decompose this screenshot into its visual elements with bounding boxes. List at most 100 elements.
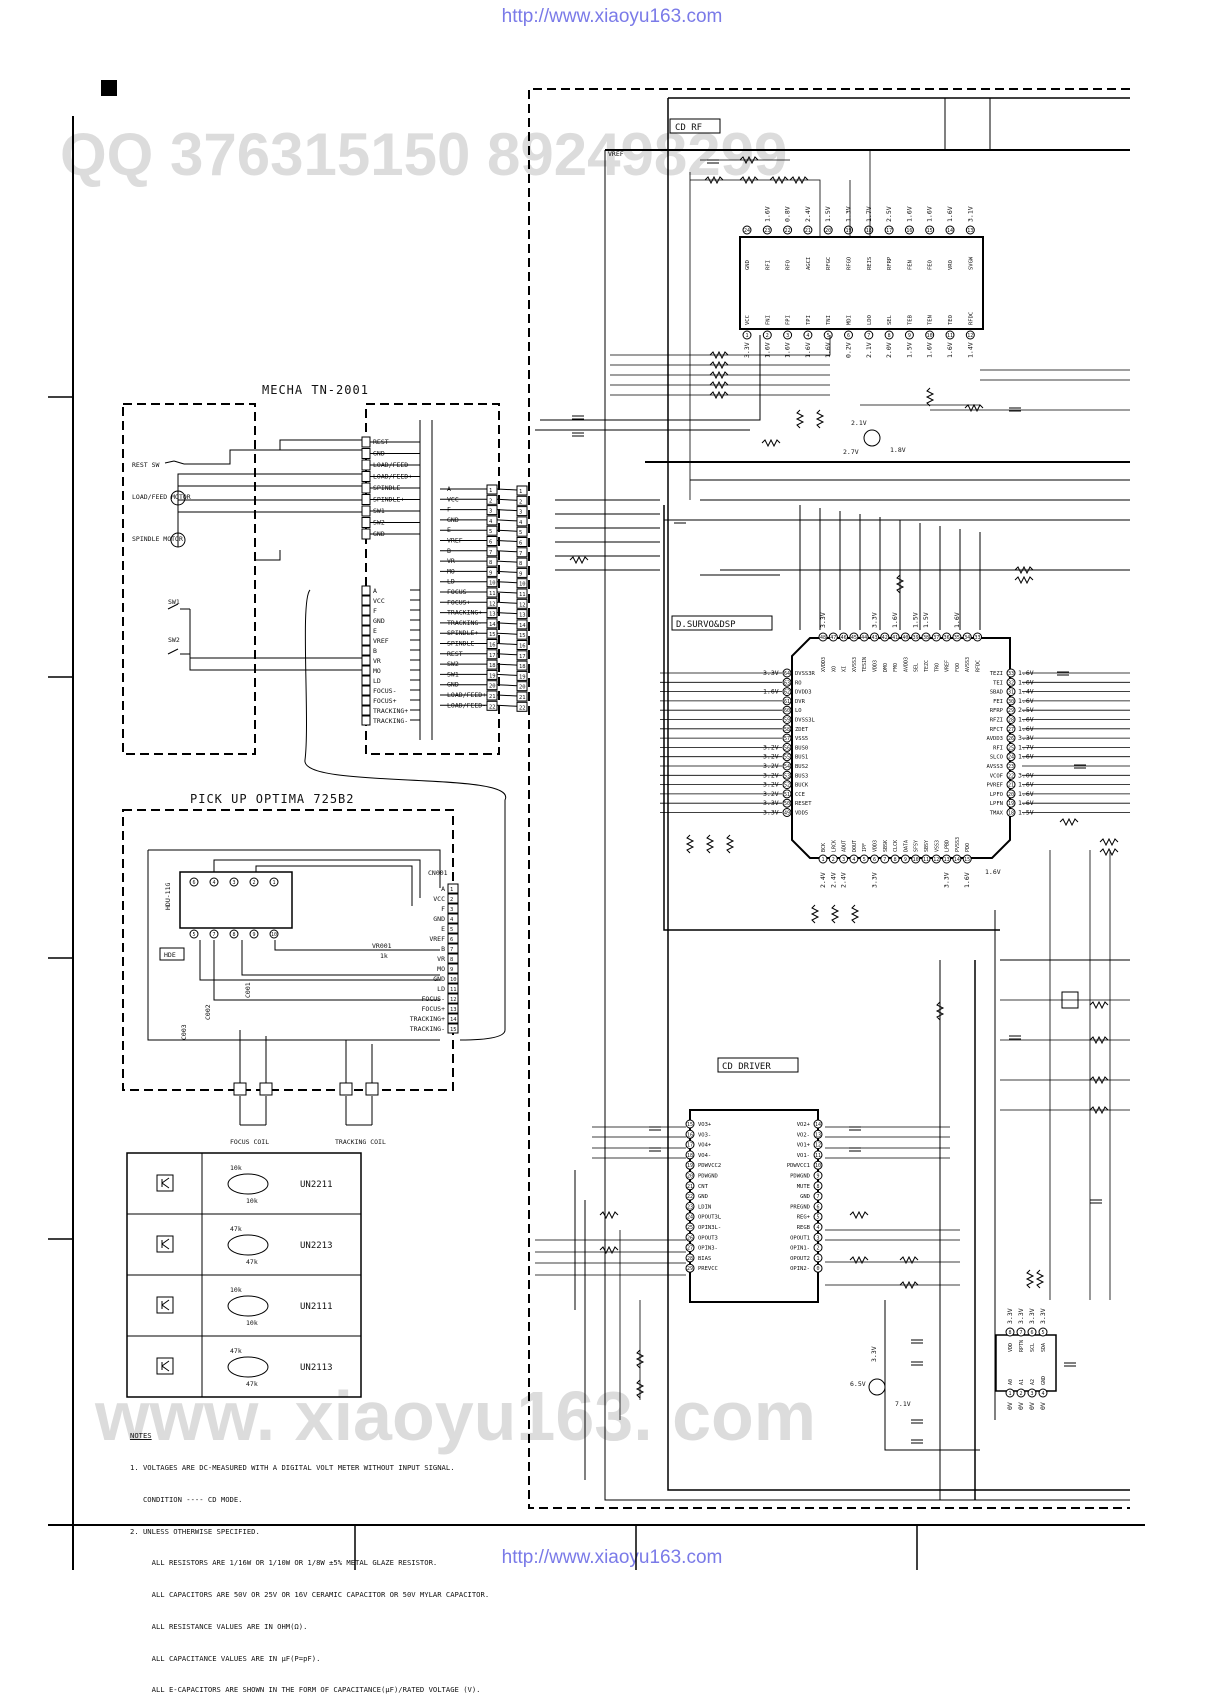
pin-marker (884, 225, 894, 235)
pin-number: 50 (784, 801, 790, 807)
pin-number: 53 (784, 773, 790, 779)
connector-pin (361, 436, 371, 448)
connector-pin (516, 691, 528, 702)
pin-marker (1006, 789, 1016, 799)
pin-number: 3 (1030, 1391, 1033, 1397)
pin-marker (229, 877, 239, 887)
pin-marker (813, 1222, 823, 1232)
driver-pin-label: VO3+ (698, 1122, 712, 1128)
v18: 1.8V (890, 446, 906, 454)
dsp-pin-label: IPF (862, 843, 868, 852)
rf-volt: 1.6V (763, 206, 771, 222)
pin-marker (931, 854, 941, 864)
pin-number: 3 (519, 510, 522, 516)
connector-label: E (373, 627, 377, 635)
pin-marker (685, 1201, 695, 1211)
pin-number: 12 (519, 602, 526, 608)
pin-marker (904, 225, 914, 235)
pin-marker (921, 854, 931, 864)
driver-pin-label: PDWVCC1 (787, 1163, 810, 1169)
pin-number: 20 (489, 684, 496, 690)
resistor (1089, 1105, 1109, 1115)
connector-label: VR (373, 657, 381, 665)
pin-number: 9 (816, 1174, 819, 1180)
pin-number: 2 (1019, 1391, 1022, 1397)
resistor (850, 904, 860, 924)
pin-marker (813, 1191, 823, 1201)
dsp-pin-label: PDO (965, 843, 971, 852)
pin-number: 27 (687, 1246, 693, 1252)
dsp-pin-label: VDD3 (873, 660, 879, 672)
resistor (1089, 1075, 1109, 1085)
resistor-value: 10k (246, 1319, 258, 1327)
rf-pin-label: TEB (907, 314, 913, 325)
connector-pin (361, 448, 371, 459)
resistor (830, 904, 840, 924)
pin-marker (839, 632, 849, 642)
resistor (739, 155, 759, 165)
driver-pin-label: OPOUT1 (790, 1235, 810, 1241)
pin-marker (818, 854, 828, 864)
pickup-signal-label: VCC (433, 895, 445, 903)
pickup-signal-label: TRACKING- (410, 1025, 445, 1033)
dsp-pin-label: RFCT (990, 727, 1004, 733)
pin-number: 15 (450, 1027, 457, 1033)
pin-number: 5 (827, 333, 830, 339)
rf-pin-label: VRO (948, 260, 954, 270)
dsp-pin-label: LRCK (831, 840, 837, 852)
load-motor-label: LOAD/FEED MOTOR (132, 493, 191, 501)
pin-marker (762, 330, 772, 340)
resistor (815, 409, 825, 429)
pin-marker (904, 330, 914, 340)
rf-volt: 1.7V (865, 206, 873, 222)
pin-number: 9 (252, 932, 255, 938)
connector-pin (361, 655, 371, 666)
pin-marker (685, 1160, 695, 1170)
c003-label: C003 (180, 1024, 188, 1040)
v27: 2.7V (843, 448, 859, 456)
resistor (895, 574, 905, 594)
pin-marker (859, 632, 869, 642)
pin-number: 11 (450, 987, 457, 993)
trace (663, 505, 1000, 931)
pin-number: 1 (519, 489, 522, 495)
trace (825, 1229, 960, 1286)
pin-number: 56 (784, 745, 790, 751)
dsp-pin-label: PVREF (986, 783, 1003, 789)
pin-number: 36 (944, 635, 950, 641)
connector-pin (361, 615, 371, 626)
pin-number: 52 (784, 783, 790, 789)
pin-number: 7 (816, 1194, 819, 1200)
pin-number: 33 (1008, 671, 1014, 677)
driver-pin-label: PDWVCC2 (698, 1163, 721, 1169)
footer-url[interactable]: http://www.xiaoyu163.com (501, 1547, 723, 1568)
header-url[interactable]: http://www.xiaoyu163.com (501, 6, 723, 27)
pin-number: 46 (841, 635, 847, 641)
ic-volt: 0V (1028, 1402, 1036, 1410)
cd-rf-ic (739, 236, 984, 330)
pin-marker (685, 1212, 695, 1222)
dsp-pin-label: SBAD (990, 690, 1003, 696)
pin-marker (952, 632, 962, 642)
sw1-label: SW1 (168, 598, 180, 606)
pin-marker (685, 1119, 695, 1129)
rf-volt: 0.8V (784, 206, 792, 222)
pin-marker (685, 1191, 695, 1201)
trace (1049, 850, 1111, 1300)
pin-marker (925, 225, 935, 235)
driver-pin-label: OPOUT3L (698, 1215, 722, 1221)
trace (667, 98, 1130, 1491)
pin-marker (911, 632, 921, 642)
pin-marker (1006, 677, 1016, 687)
pin-number: 8 (816, 1184, 819, 1190)
spindle-motor-label: SPINDLE MOTOR (132, 535, 183, 543)
pin-marker (942, 854, 952, 864)
dsp-pin-label: VDD5 (795, 811, 808, 817)
dsp-pin-label: LO (795, 708, 802, 714)
rf-volt: 1.6V (905, 206, 913, 222)
pin-marker (813, 1129, 823, 1139)
connector-pin (361, 595, 371, 606)
pin-marker (925, 330, 935, 340)
rf-volt: 1.6V (946, 206, 954, 222)
dsp-pin-label: XO (831, 666, 837, 672)
